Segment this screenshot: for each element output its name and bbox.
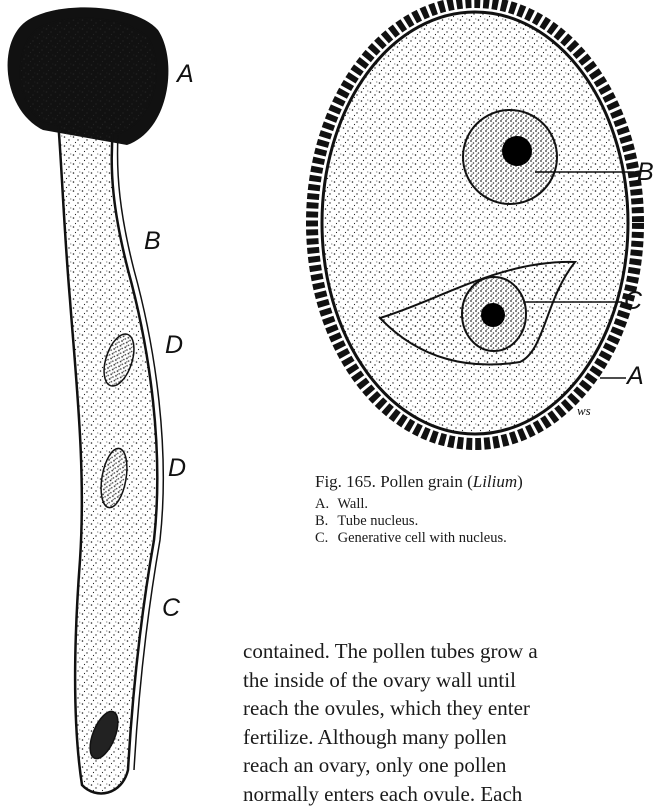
tube-label-c: C: [162, 596, 180, 621]
grain-label-b: B: [637, 160, 654, 185]
grain-label-a: A: [627, 364, 644, 389]
caption-title-plain: Pollen grain (: [380, 472, 473, 491]
tube-label-b: B: [144, 229, 161, 254]
pollen-tube-drawing: [8, 7, 169, 793]
legend-text: Generative cell with nucleus.: [338, 530, 507, 546]
grain-wall-inner: [322, 12, 628, 434]
grain-body: [20, 18, 156, 133]
legend-key: A.: [315, 496, 334, 513]
tube-label-a: A: [177, 62, 194, 87]
body-line: contained. The pollen tubes grow a: [243, 637, 660, 666]
figure-caption: Fig. 165. Pollen grain (Lilium) A. Wall.…: [315, 472, 660, 547]
body-paragraph: contained. The pollen tubes grow a the i…: [243, 637, 660, 809]
grain-label-c: C: [624, 289, 642, 314]
signature: ws: [577, 403, 591, 418]
legend-item: B. Tube nucleus.: [315, 513, 660, 530]
legend-item: A. Wall.: [315, 496, 660, 513]
figure-number: Fig. 165.: [315, 472, 376, 491]
body-line: normally enters each ovule. Each: [243, 780, 660, 809]
caption-title-italic: Lilium: [473, 472, 517, 491]
pollen-grain-drawing: [312, 2, 638, 444]
body-line: the inside of the ovary wall until: [243, 666, 660, 695]
tube-label-d1: D: [165, 333, 183, 358]
legend-key: B.: [315, 513, 334, 530]
legend-text: Tube nucleus.: [337, 513, 418, 529]
generative-nucleolus: [481, 303, 505, 327]
legend-item: C. Generative cell with nucleus.: [315, 530, 660, 547]
tube-nucleolus: [502, 136, 532, 166]
tube-label-d2: D: [168, 456, 186, 481]
caption-title: Fig. 165. Pollen grain (Lilium): [315, 472, 660, 492]
body-line: fertilize. Although many pollen: [243, 723, 660, 752]
body-line: reach the ovules, which they enter: [243, 694, 660, 723]
body-line: reach an ovary, only one pollen: [243, 751, 660, 780]
legend-text: Wall.: [337, 496, 368, 512]
caption-title-close: ): [517, 472, 523, 491]
tube-outline: [58, 120, 157, 793]
legend-key: C.: [315, 530, 334, 547]
